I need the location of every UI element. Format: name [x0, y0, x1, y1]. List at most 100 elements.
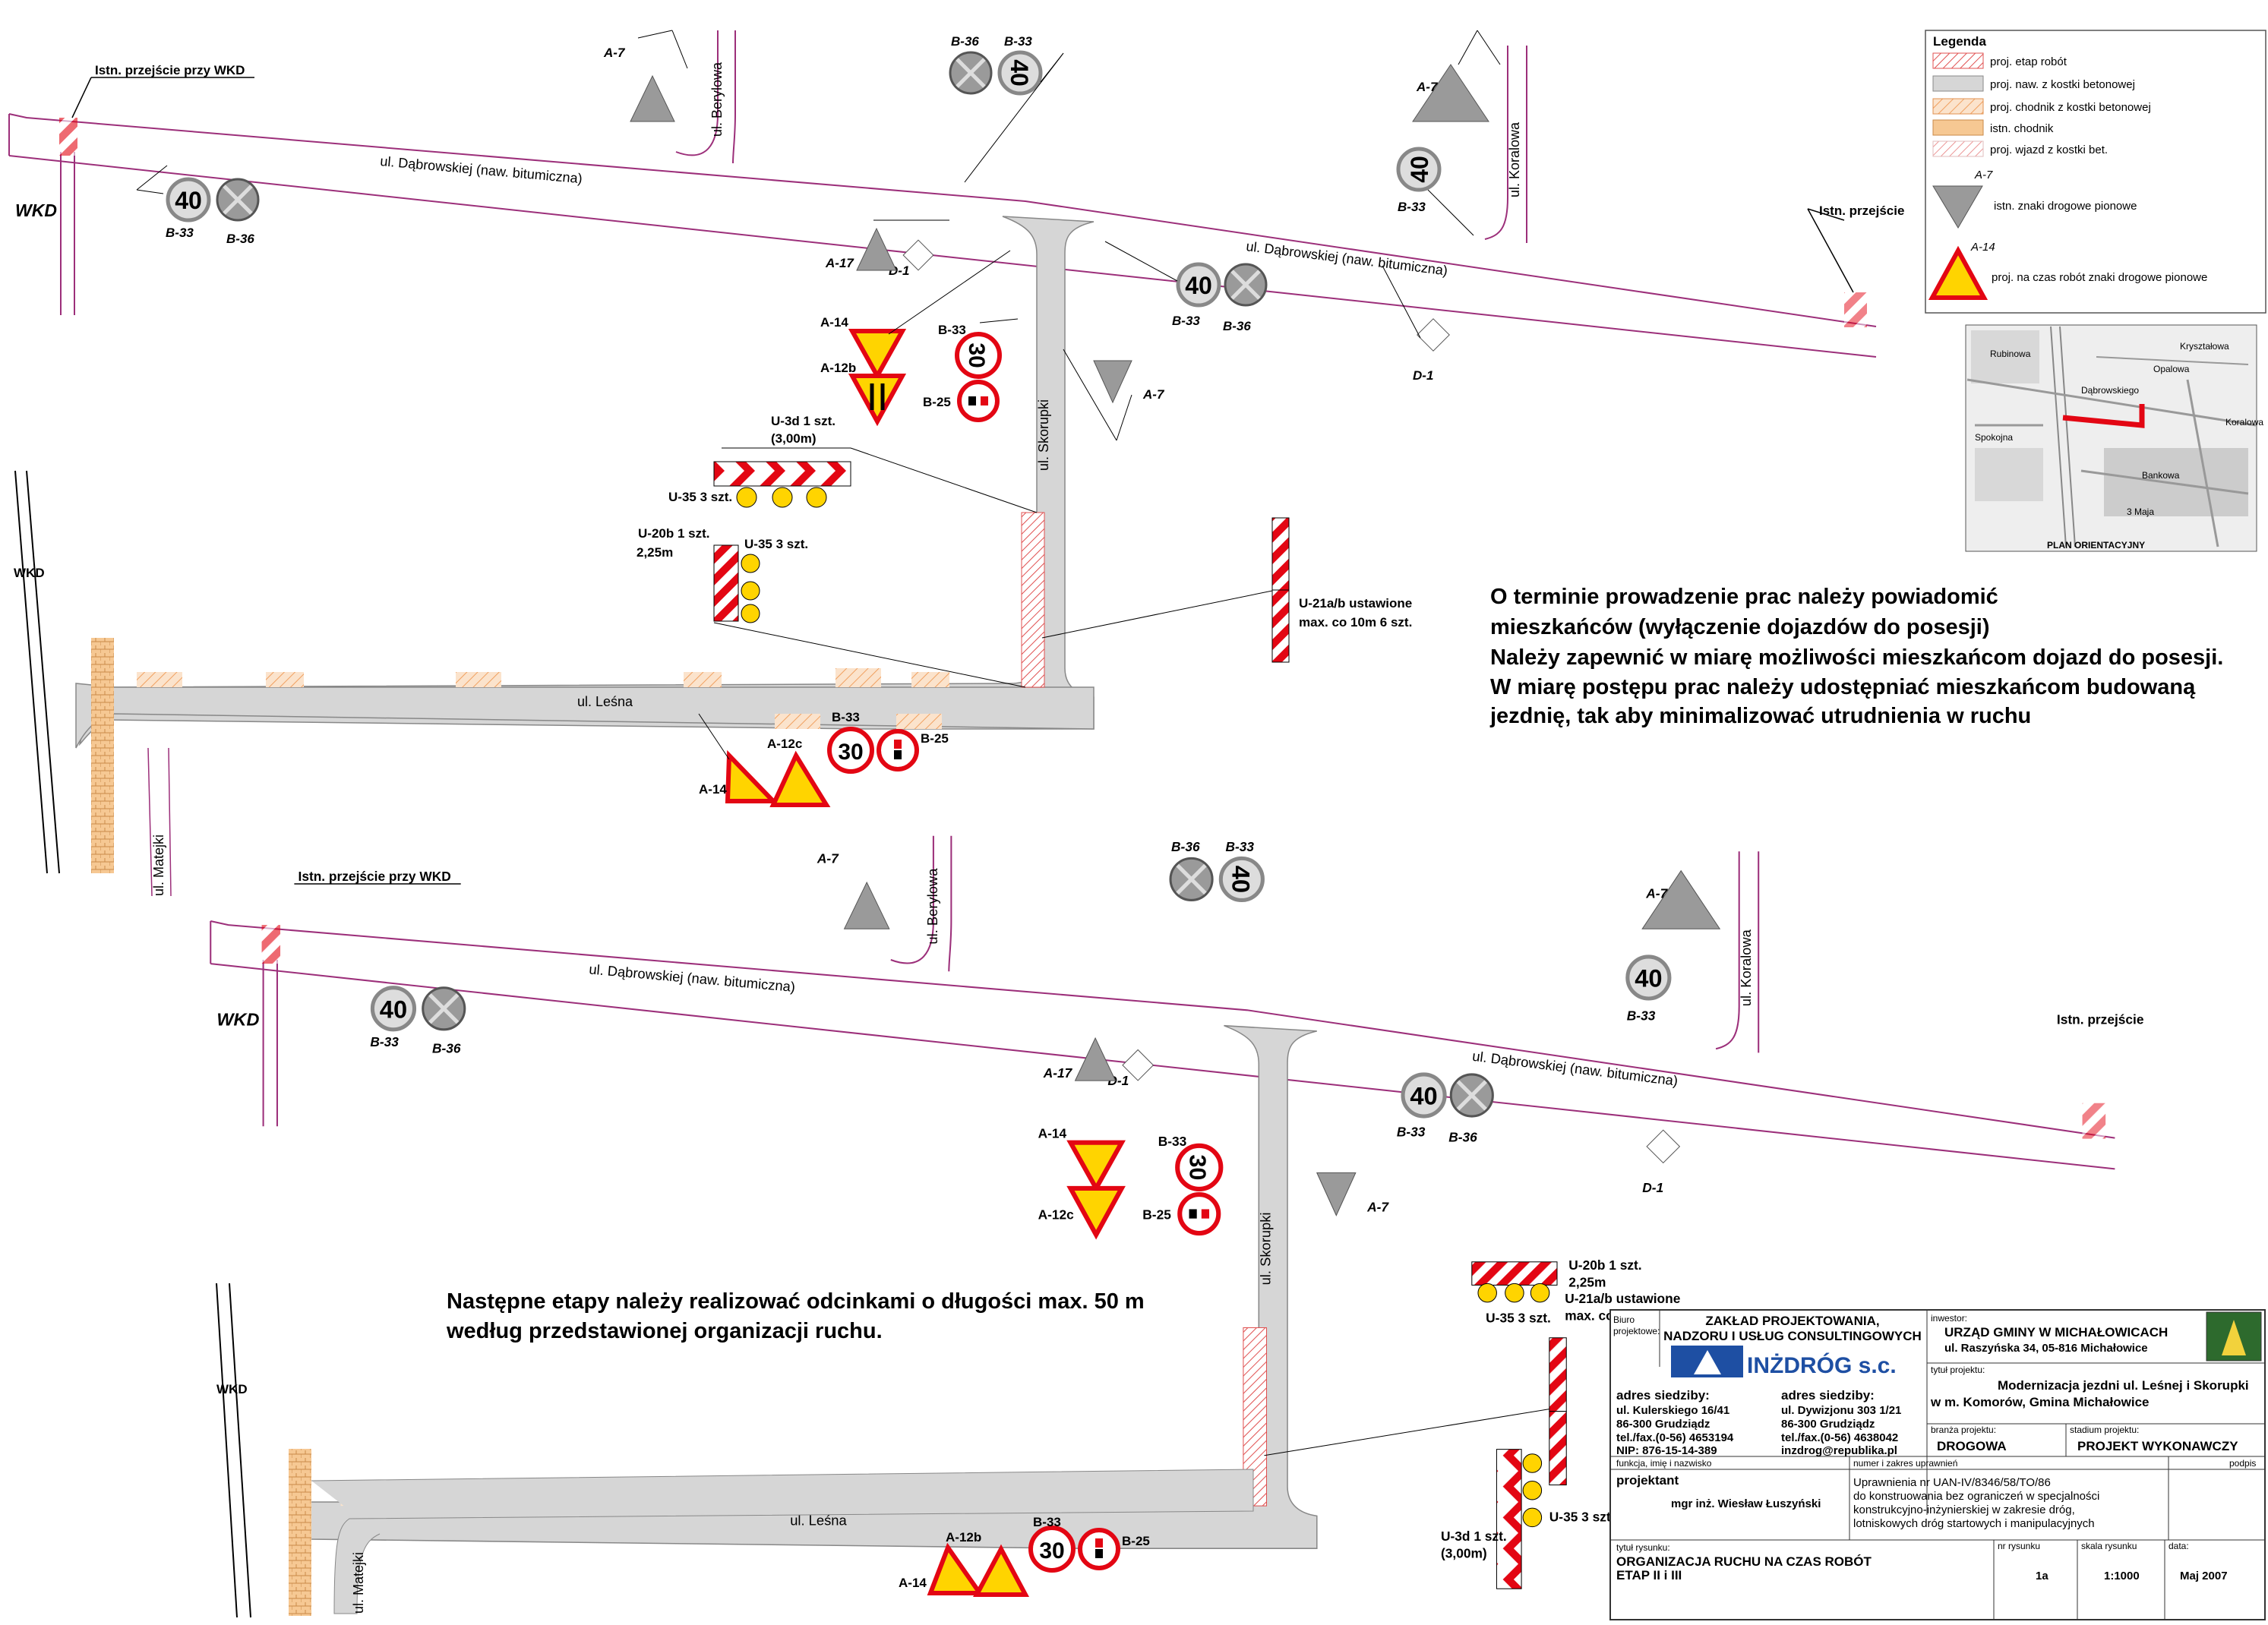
map-street: Bankowa	[2142, 470, 2180, 481]
label-lesna: ul. Leśna	[577, 694, 633, 709]
tb-drawing-title: ORGANIZACJA RUCHU NA CZAS ROBÓT	[1616, 1554, 1872, 1569]
svg-text:A-17: A-17	[1043, 1065, 1073, 1081]
label-berylowa-b: ul. Berylowa	[924, 868, 940, 945]
svg-text:U-35 3 szt.: U-35 3 szt.	[668, 490, 732, 504]
svg-text:A-14: A-14	[1038, 1126, 1067, 1141]
svg-text:D-1: D-1	[1413, 368, 1433, 383]
sign-b33-icon: 40 B-33	[1396, 147, 1474, 236]
tb-label: nr rysunku	[1998, 1541, 2040, 1551]
svg-text:U-20b 1 szt.: U-20b 1 szt.	[1568, 1257, 1641, 1273]
tb-project-title: w m. Komorów, Gmina Michałowice	[1930, 1395, 2149, 1409]
label-dabrowskiego-b: ul. Dąbrowskiej (naw. bitumiczna)	[589, 961, 796, 995]
svg-text:B-36: B-36	[432, 1040, 461, 1055]
sign-d1-icon: D-1	[889, 239, 934, 278]
svg-text:Należy zapewnić w miarę możliw: Należy zapewnić w miarę możliwości miesz…	[1490, 645, 2223, 670]
svg-text:A-14: A-14	[899, 1576, 927, 1590]
svg-text:U-20b 1 szt.: U-20b 1 szt.	[638, 526, 709, 541]
barrier-u3d: U-35 3 szt. U-3d 1 szt. (3,00m)	[1441, 1449, 1615, 1589]
sign-a12b-icon: A-12b	[820, 361, 907, 427]
sign-b36-icon: B-36	[1169, 839, 1214, 901]
tb-label: inwestor:	[1931, 1313, 1967, 1324]
tb-perm: do konstruowania bez ograniczeń w specja…	[1853, 1490, 2099, 1503]
label-dabrowskiego: ul. Dąbrowskiej (naw. bitumiczna)	[380, 153, 583, 186]
sign-b33-icon: 40 B-33	[370, 986, 417, 1049]
road-skorupki-lesna	[78, 216, 1095, 746]
svg-text:A-7: A-7	[817, 851, 839, 866]
tb-drawing-no: 1a	[2036, 1570, 2048, 1582]
tb-investor: URZĄD GMINY W MICHAŁOWICACH	[1944, 1325, 2168, 1339]
svg-text:A-12c: A-12c	[767, 737, 802, 751]
label-skorupki: ul. Skorupki	[1036, 399, 1051, 471]
svg-text:B-25: B-25	[921, 731, 949, 746]
legend-a14-label: proj. na czas robót znaki drogowe pionow…	[1992, 271, 2207, 284]
sign-b25-icon: B-25	[1078, 1528, 1150, 1570]
tb-label: tytuł rysunku:	[1616, 1542, 1670, 1553]
tb-role: projektant	[1616, 1473, 1679, 1488]
svg-text:O terminie prowadzenie prac na: O terminie prowadzenie prac należy powia…	[1490, 585, 1998, 609]
legend: Legenda proj. etap robót proj. naw. z ko…	[1925, 30, 2266, 314]
sign-b33-icon: 40 B-33	[1397, 1072, 1447, 1140]
svg-text:A-7: A-7	[1366, 1200, 1389, 1215]
legend-swatch-driveway	[1932, 140, 1984, 157]
sign-a7-icon: A-7	[1063, 349, 1165, 441]
legend-a7-code: A-7	[1974, 169, 1993, 181]
barrier-u21: U-21a/b ustawione max. co 10m 6 szt.	[1041, 517, 1412, 663]
note-bottom: Następne etapy należy realizować odcinka…	[446, 1289, 1145, 1343]
sign-b25-icon: B-25	[1142, 1191, 1221, 1236]
label-koralowa-b: ul. Koralowa	[1738, 929, 1754, 1006]
sign-a14-icon: A-14	[820, 250, 1011, 381]
sign-b36-icon: B-36	[1448, 1073, 1494, 1145]
tb-company: ZAKŁAD PROJEKTOWANIA,	[1705, 1314, 1879, 1328]
label-skorupki-b: ul. Skorupki	[1258, 1212, 1274, 1285]
svg-text:B-33: B-33	[1397, 1125, 1426, 1140]
svg-text:A-12c: A-12c	[1038, 1207, 1075, 1223]
legend-swatch-sidewalk	[1932, 98, 1984, 115]
legend-item: proj. chodnik z kostki betonowej	[1990, 101, 2151, 114]
sign-d1-icon: D-1	[1107, 1049, 1155, 1088]
svg-text:40: 40	[1410, 1082, 1437, 1110]
label-crossing-wkd-b: Istn. przejście przy WKD	[299, 869, 451, 884]
sign-b25-icon: B-25	[877, 729, 949, 771]
legend-a7-icon	[1932, 185, 1983, 229]
svg-text:B-25: B-25	[923, 395, 951, 409]
street-edge	[8, 113, 1877, 327]
tb-label: podpis	[2229, 1458, 2256, 1469]
sign-a17-icon: A-17	[1043, 1037, 1117, 1081]
street-edge	[8, 155, 1877, 358]
tb-perm: konstrukcyjno-inżynierskiej w zakresie d…	[1853, 1504, 2075, 1516]
svg-text:30: 30	[838, 740, 863, 765]
tb-branch: DROGOWA	[1937, 1439, 2007, 1453]
svg-text:B-36: B-36	[951, 34, 979, 49]
work-zone	[1021, 512, 1045, 688]
map-street: Kryształowa	[2180, 341, 2229, 352]
map-route	[2062, 404, 2145, 428]
svg-text:U-21a/b ustawione: U-21a/b ustawione	[1299, 596, 1412, 611]
legend-a14-icon	[1928, 245, 1988, 300]
svg-text:U-21a/b ustawione: U-21a/b ustawione	[1565, 1291, 1681, 1306]
svg-text:30: 30	[1039, 1538, 1064, 1563]
tb-seat: NIP: 876-15-14-389	[1616, 1444, 1717, 1457]
legend-a14-code: A-14	[1970, 241, 1995, 254]
map-street: Rubinowa	[1990, 349, 2031, 359]
sign-a12c-icon: A-12c	[767, 737, 831, 807]
sign-a14-icon: A-14	[698, 713, 779, 803]
sign-a14-icon: A-14	[1038, 1126, 1126, 1194]
svg-text:40: 40	[1185, 272, 1212, 299]
legend-swatch-work	[1932, 52, 1984, 69]
map-street: 3 Maja	[2127, 506, 2154, 517]
label-dabrowskiego-b2: ul. Dąbrowskiej (naw. bitumiczna)	[1471, 1048, 1679, 1089]
svg-text:B-33: B-33	[938, 323, 966, 337]
sign-d1-icon: D-1	[1382, 265, 1450, 383]
label-crossing-wkd: Istn. przejście przy WKD	[95, 63, 245, 77]
svg-text:A-12b: A-12b	[820, 361, 856, 375]
sign-b33-work-icon: 30 B-33	[827, 710, 874, 774]
sign-b33-icon: 40 B-33	[1172, 262, 1221, 328]
tb-label: data:	[2168, 1541, 2189, 1551]
sign-a7-icon: A-7	[1316, 1172, 1389, 1216]
sign-a17-icon: A-17	[825, 219, 949, 271]
map-street: Koralowa	[2225, 417, 2263, 428]
tb-seat2: inzdrog@republika.pl	[1781, 1444, 1897, 1457]
sign-b33-work-icon: 30 B-33	[1158, 1134, 1224, 1191]
svg-text:2,25m: 2,25m	[636, 545, 673, 560]
svg-text:B-36: B-36	[1223, 319, 1251, 333]
